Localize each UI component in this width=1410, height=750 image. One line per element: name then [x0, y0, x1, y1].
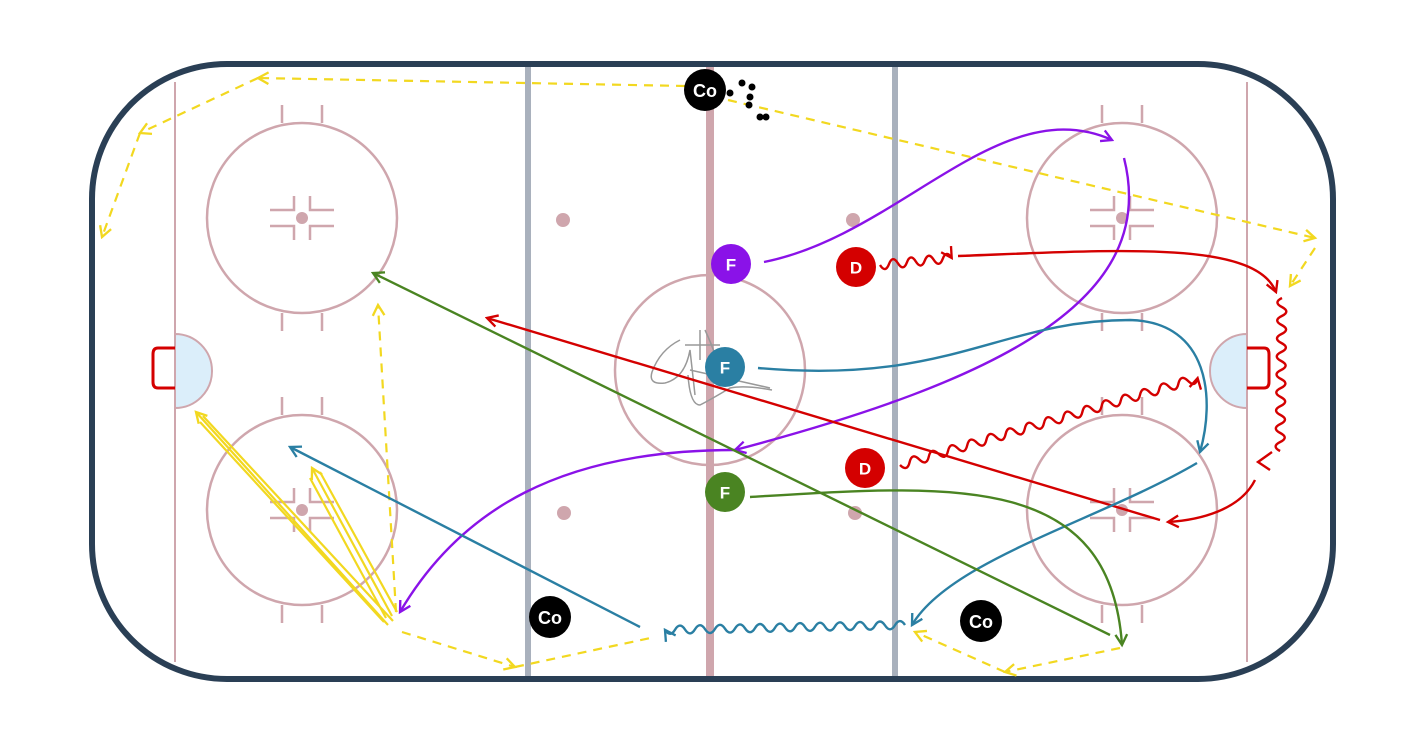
player-label: F	[720, 359, 730, 378]
goal-right	[1247, 346, 1271, 390]
faceoff-circle	[205, 105, 399, 331]
teal-skate-paths	[290, 318, 1207, 634]
player-token[interactable]	[960, 600, 1002, 642]
puck-pile	[726, 79, 770, 121]
faceoff-dot	[296, 212, 308, 224]
player-label: D	[859, 460, 871, 479]
player-forward-green[interactable]: F	[705, 472, 745, 512]
rink-boards	[89, 61, 1336, 682]
player-token[interactable]	[684, 69, 726, 111]
player-coach-bottom-left[interactable]: Co	[529, 596, 571, 638]
player-token[interactable]	[845, 448, 885, 488]
player-token[interactable]	[711, 244, 751, 284]
crease-left	[151, 332, 213, 410]
neutral-zone-dots	[556, 213, 862, 520]
player-label: F	[720, 484, 730, 503]
player-token[interactable]	[529, 596, 571, 638]
player-label: Co	[693, 81, 717, 101]
faceoff-dot	[1116, 212, 1128, 224]
green-skate-paths	[373, 273, 1122, 645]
yellow-dashed-paths	[102, 78, 1315, 672]
player-label: Co	[969, 612, 993, 632]
yellow-shot-lines	[196, 412, 398, 626]
crease-right	[1209, 332, 1271, 410]
signature-logo	[650, 329, 773, 406]
faceoff-circle	[1025, 105, 1219, 331]
player-coach-top[interactable]: Co	[684, 69, 726, 111]
player-label: D	[850, 259, 862, 278]
arrowhead	[1255, 451, 1273, 471]
player-token[interactable]	[705, 347, 745, 387]
player-forward-purple[interactable]: F	[711, 244, 751, 284]
player-coach-bottom-right[interactable]: Co	[960, 600, 1002, 642]
player-defense-bottom[interactable]: D	[845, 448, 885, 488]
player-token[interactable]	[705, 472, 745, 512]
red-skate-paths	[487, 251, 1288, 522]
player-token[interactable]	[836, 247, 876, 287]
player-label: Co	[538, 608, 562, 628]
goal-left	[151, 346, 175, 390]
player-defense-top[interactable]: D	[836, 247, 876, 287]
faceoff-dot	[296, 504, 308, 516]
player-forward-teal[interactable]: F	[705, 347, 745, 387]
player-label: F	[726, 256, 736, 275]
faceoff-circle	[205, 397, 399, 623]
